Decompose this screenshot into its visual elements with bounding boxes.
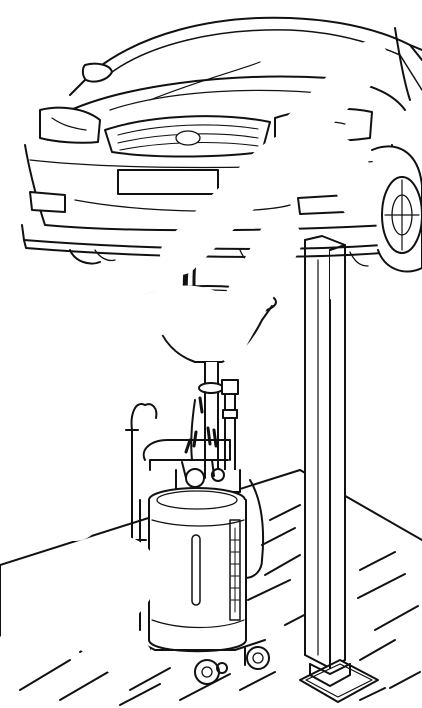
lift-post — [299, 235, 379, 703]
oil-drain-unit — [125, 285, 277, 685]
watermark — [0, 41, 389, 708]
car — [21, 16, 422, 305]
